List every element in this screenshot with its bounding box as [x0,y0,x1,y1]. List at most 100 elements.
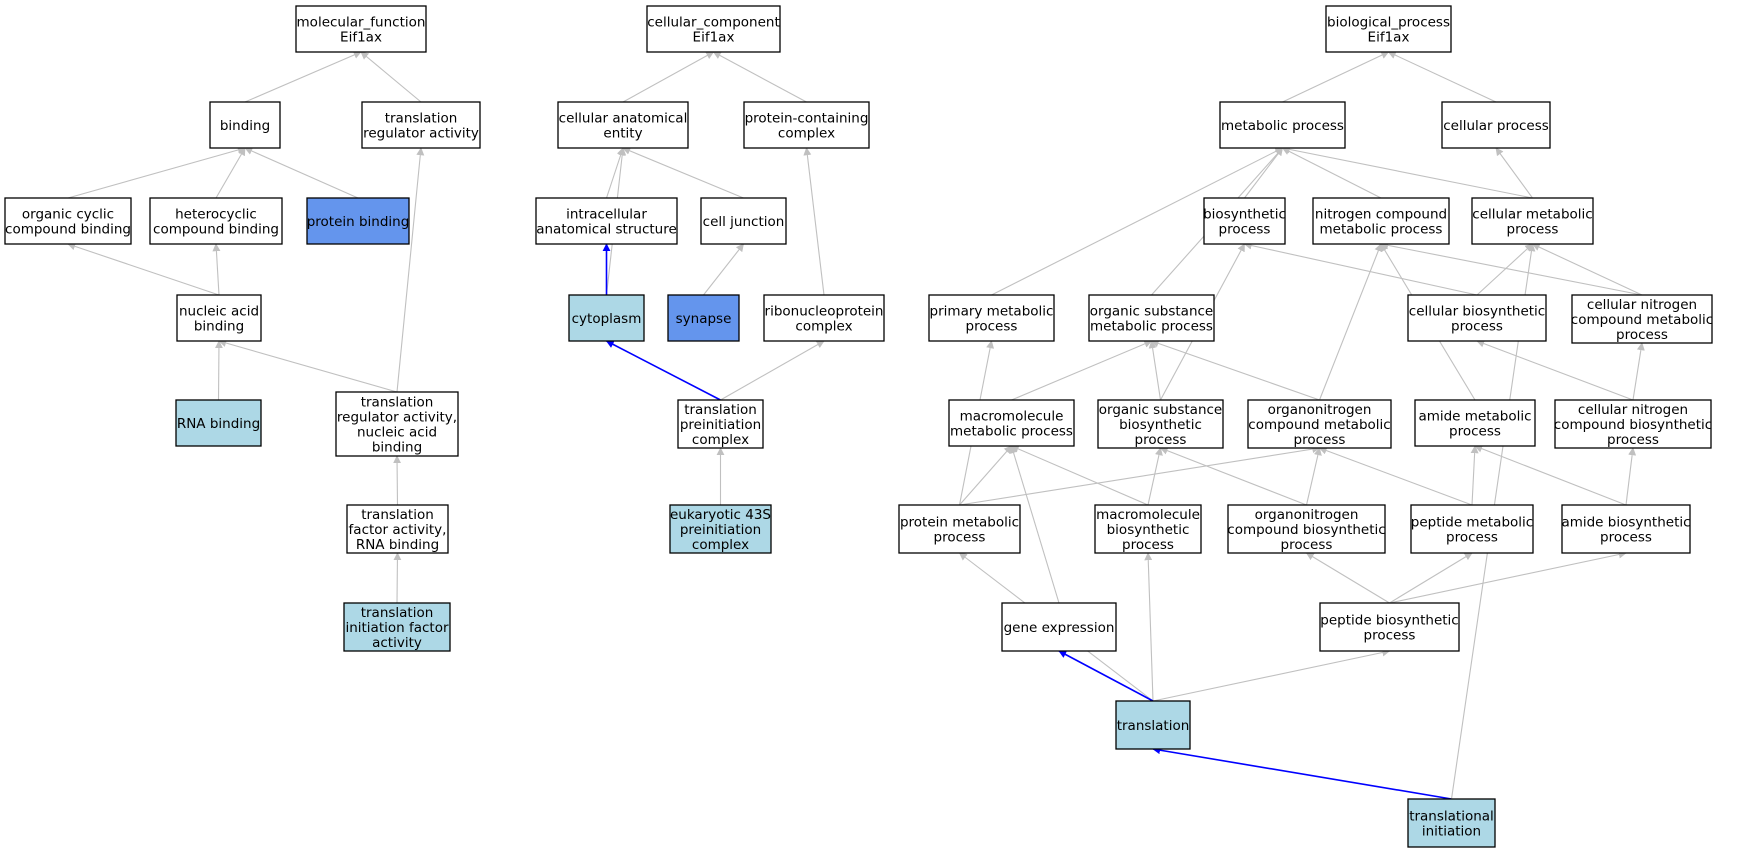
node-box-translation [1115,700,1191,750]
edge-cell_nitro_met-to-nitrogen_cmp_met [1380,241,1643,296]
edge-protein_complex-to-cc_root [712,51,807,103]
node-protein_binding[interactable]: protein binding [306,197,410,245]
node-label-heterocyclic-0: heterocyclic [175,207,257,223]
node-label-org_sub_biosyn-1: biosynthetic [1119,417,1202,433]
node-box-binding [209,101,281,149]
node-label-primary_met-1: process [966,319,1018,335]
node-cellular_proc[interactable]: cellular process [1441,101,1551,149]
node-label-transl_reg_act-0: translation [385,111,458,127]
node-label-rna_binding-0: RNA binding [177,416,260,432]
node-label-transl_init_factor-1: initiation factor [345,620,449,636]
node-cell_junction[interactable]: cell junction [700,197,787,245]
node-label-euk43s-2: complex [692,537,749,553]
node-box-transl_factor [346,504,449,554]
node-label-transl_reg_act-1: regulator activity [363,126,479,142]
node-gene_expr[interactable]: gene expression [1001,602,1117,652]
node-box-peptide_met [1410,504,1534,554]
node-label-org_sub_biosyn-0: organic substance [1099,402,1222,418]
node-box-cc_root [646,5,781,53]
node-label-macromol_biosyn-0: macromolecule [1096,507,1200,523]
node-label-protein_binding-0: protein binding [307,214,410,230]
node-label-transl_reg_na-0: translation [361,395,434,411]
node-label-transl_factor-0: translation [361,507,434,523]
node-box-bp_root [1325,5,1452,53]
node-rna_binding[interactable]: RNA binding [175,399,262,447]
node-box-org_sub_met [1088,294,1215,342]
edge-org_cyclic-to-binding [67,146,246,199]
node-box-cell_biosyn [1407,294,1547,342]
node-metabolic[interactable]: metabolic process [1219,101,1346,149]
node-synapse[interactable]: synapse [667,294,740,342]
edge-nucleic_acid-to-org_cyclic [67,242,220,296]
node-box-intracellular [535,197,678,245]
node-box-cell_nitro_biosyn [1554,399,1712,449]
node-binding[interactable]: binding [209,101,281,149]
node-box-ribonucleoprotein [763,294,885,342]
node-label-org_cyclic-0: organic cyclic [22,207,114,223]
node-label-organonitro_met-0: organonitrogen [1268,402,1372,418]
edge-transl_reg_na-to-nucleic_acid [218,339,398,393]
node-label-peptide_biosyn-1: process [1364,628,1416,644]
edge-cell_biosyn-to-cell_metabolic [1476,243,1534,296]
node-box-rna_binding [175,399,262,447]
node-label-gene_expr-0: gene expression [1004,620,1115,636]
edge-transl_reg_na-to-transl_reg_act [396,147,425,393]
node-label-transl_init_factor-2: activity [372,635,422,651]
node-label-transl_reg_na-2: nucleic acid [357,425,437,441]
node-label-organonitro_met-2: process [1294,432,1346,448]
edge-transl_preinit-to-ribonucleoprotein [720,340,825,401]
node-box-org_cyclic [4,197,132,245]
node-label-cytoplasm-0: cytoplasm [572,311,642,327]
node-label-transl_init_factor-0: translation [361,605,434,621]
node-box-cytoplasm [568,294,645,342]
node-label-euk43s-0: eukaryotic 43S [670,507,771,523]
edge-heterocyclic-to-binding [215,147,246,199]
edge-transl_reg_act-to-mf_root [360,51,422,103]
edge-cell_biosyn-to-biosynthetic [1243,241,1478,296]
node-label-macromol_biosyn-2: process [1122,537,1174,553]
node-label-heterocyclic-1: compound binding [153,222,279,238]
node-cytoplasm[interactable]: cytoplasm [568,294,645,342]
node-label-transl_preinit-2: complex [692,432,749,448]
edge-cell_metabolic-to-cellular_proc [1495,147,1533,199]
edge-protein_met-to-organonitro_met [959,445,1321,506]
node-translation[interactable]: translation [1115,700,1191,750]
node-label-primary_met-0: primary metabolic [930,304,1054,320]
